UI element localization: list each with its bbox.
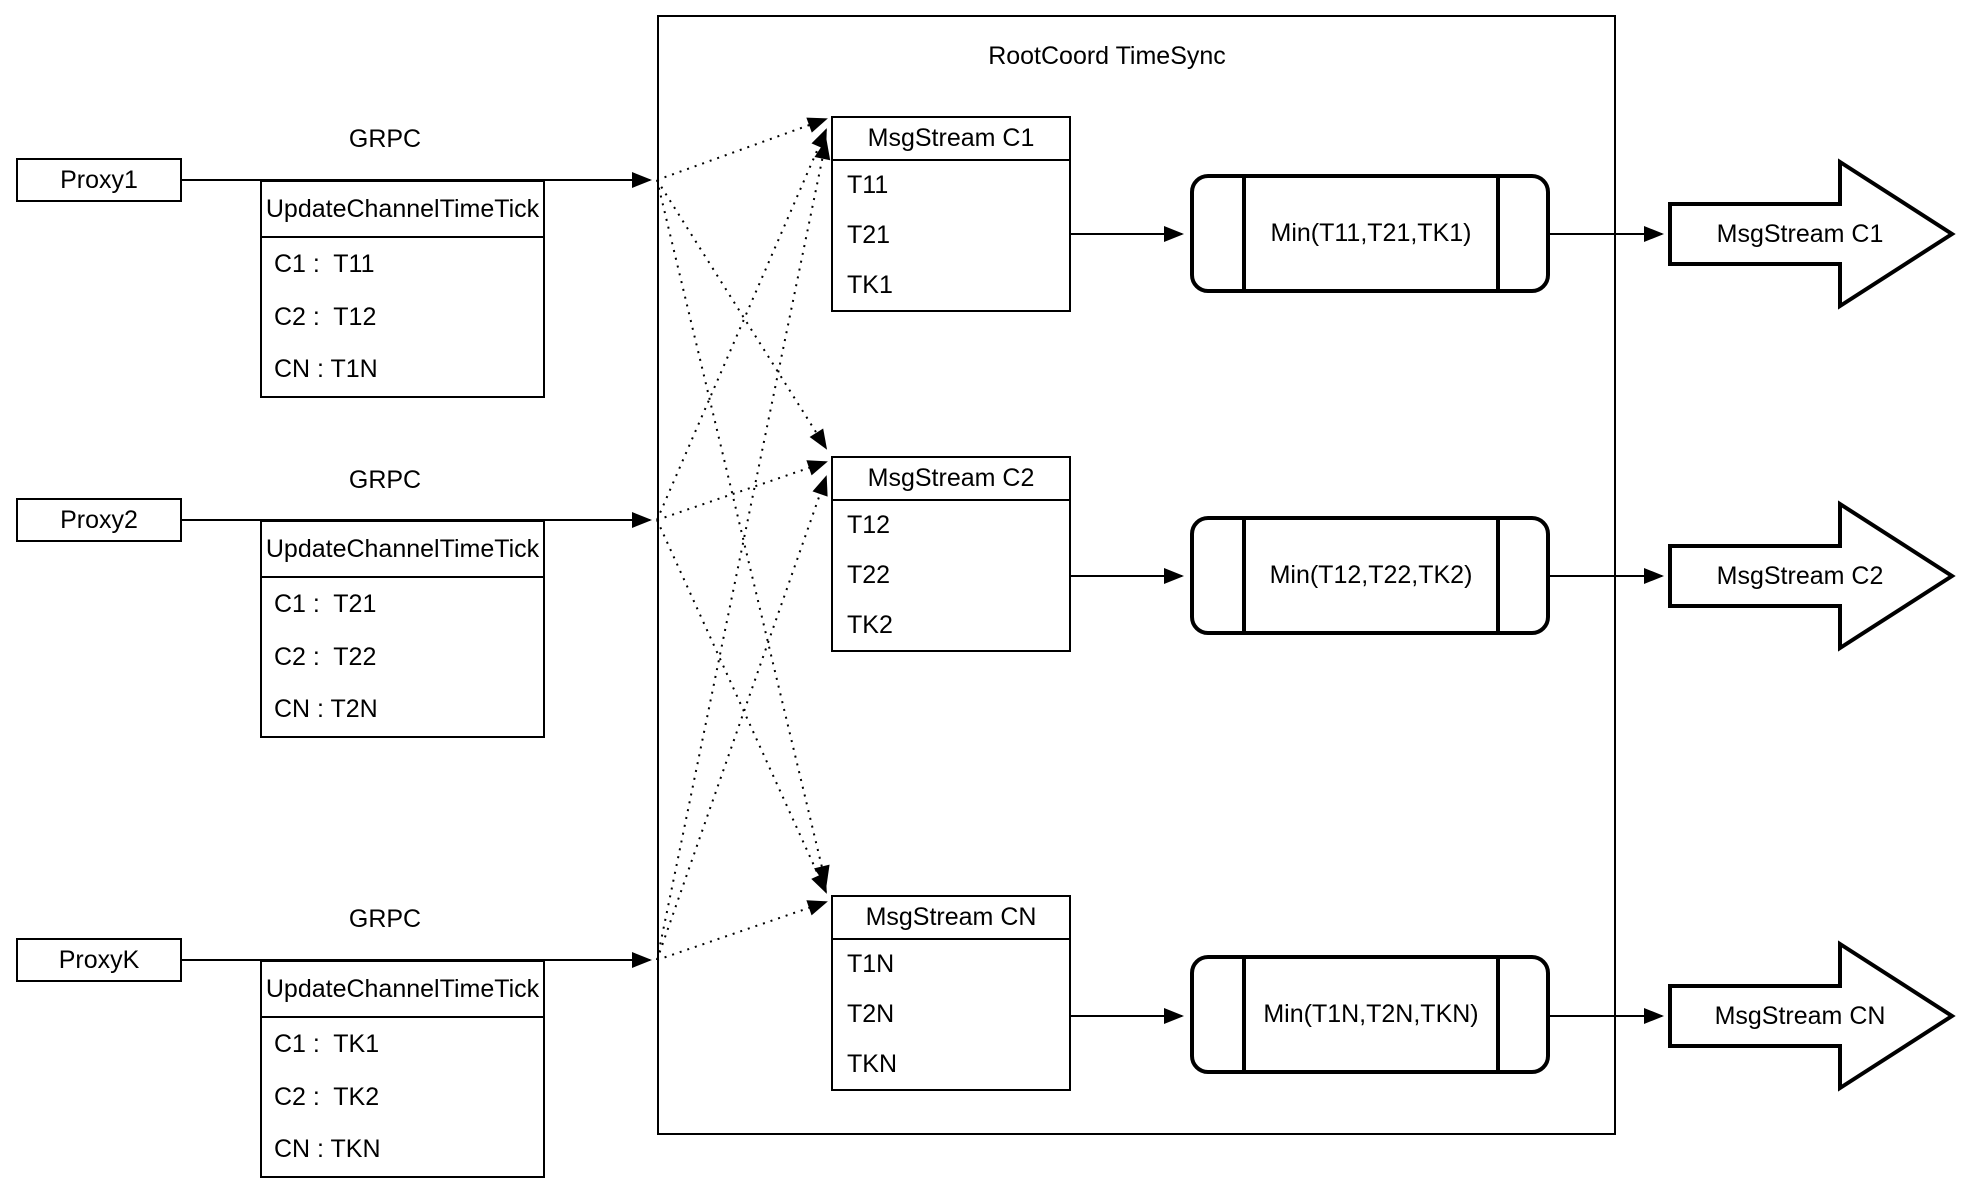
- msgstream-row: TKN: [847, 1049, 897, 1078]
- dotted-p1-c2: [656, 179, 828, 450]
- grpc-label-2: GRPC: [348, 465, 422, 494]
- rootcoord-box: [657, 15, 1616, 1135]
- table-row: CN : T2N: [274, 695, 378, 724]
- output-arrow-label-c1: MsgStream C1: [1716, 219, 1884, 248]
- proxy-box-k: ProxyK: [16, 938, 182, 982]
- table-row: CN : T1N: [274, 355, 378, 384]
- dotted-pk-cn: [656, 900, 828, 961]
- dotted-pk-c1: [656, 139, 831, 961]
- msgstream-box-c2: MsgStream C2 T12 T22 TK2: [831, 456, 1071, 652]
- min-label: Min(T11,T21,TK1): [1270, 219, 1472, 247]
- msgstream-row: TK2: [847, 610, 893, 639]
- min-capsule-left-segment: [1194, 959, 1246, 1070]
- min-label: Min(T1N,T2N,TKN): [1263, 1000, 1479, 1028]
- table-row: C2 : TK2: [274, 1082, 380, 1111]
- msgstream-row: T2N: [847, 1000, 895, 1028]
- min-label: Min(T12,T22,TK2): [1269, 561, 1473, 589]
- output-arrow-label-cn: MsgStream CN: [1714, 1001, 1886, 1030]
- msgstream-row: T12: [847, 511, 891, 540]
- min-capsule-right-segment: [1496, 520, 1546, 631]
- msgstream-box-cn: MsgStream CN T1N T2N TKN: [831, 895, 1071, 1091]
- output-arrow-label-c2: MsgStream C2: [1716, 561, 1884, 590]
- grpc-label-3: GRPC: [348, 904, 422, 933]
- msgstream-title: MsgStream C2: [833, 458, 1069, 501]
- proxy-box-2: Proxy2: [16, 498, 182, 542]
- min-capsule-3: Min(T1N,T2N,TKN): [1190, 955, 1550, 1074]
- msgstream-row: TK1: [847, 270, 893, 299]
- msgstream-row: T1N: [847, 950, 895, 979]
- min-capsule-left-segment: [1194, 178, 1246, 289]
- min-capsule-2: Min(T12,T22,TK2): [1190, 516, 1550, 635]
- output-arrow-shape-cn: [1668, 940, 1956, 1092]
- table-row: C1 : TK1: [274, 1029, 380, 1058]
- timetick-dotted-lines: [656, 117, 831, 961]
- proxy-label-2: Proxy2: [60, 505, 138, 534]
- min-capsule-right-segment: [1496, 178, 1546, 289]
- output-arrow-shapes: [1668, 158, 1956, 1092]
- table-header: UpdateChannelTimeTick: [262, 962, 543, 1018]
- proxy-label-k: ProxyK: [58, 945, 140, 974]
- dotted-p1-c1: [656, 117, 828, 181]
- update-timetick-table-3: UpdateChannelTimeTick C1 : TK1 C2 : TK2 …: [260, 960, 545, 1178]
- msgstream-row: T21: [847, 221, 891, 249]
- table-row: C2 : T22: [274, 642, 377, 671]
- table-header: UpdateChannelTimeTick: [262, 522, 543, 578]
- msgstream-title: MsgStream C1: [833, 118, 1069, 161]
- table-header: UpdateChannelTimeTick: [262, 182, 543, 238]
- update-timetick-table-2: UpdateChannelTimeTick C1 : T21 C2 : T22 …: [260, 520, 545, 738]
- msgstream-row: T11: [847, 171, 889, 200]
- table-row: CN : TKN: [274, 1135, 381, 1164]
- dotted-p1-cn: [656, 179, 830, 886]
- table-row: C2 : T12: [274, 302, 377, 331]
- msgstream-row: T22: [847, 561, 891, 589]
- output-arrow-shape-c1: [1668, 158, 1956, 310]
- grpc-label-1: GRPC: [348, 124, 422, 153]
- min-capsule-1: Min(T11,T21,TK1): [1190, 174, 1550, 293]
- update-timetick-table-1: UpdateChannelTimeTick C1 : T11 C2 : T12 …: [260, 180, 545, 398]
- rootcoord-title: RootCoord TimeSync: [988, 42, 1226, 70]
- msgstream-to-min-lines: [1071, 226, 1184, 1024]
- min-to-output-lines: [1550, 226, 1664, 1024]
- min-capsule-left-segment: [1194, 520, 1246, 631]
- proxy-box-1: Proxy1: [16, 158, 182, 202]
- min-capsule-right-segment: [1496, 959, 1546, 1070]
- table-row: C1 : T11: [274, 249, 375, 278]
- table-row: C1 : T21: [274, 589, 377, 618]
- msgstream-box-c1: MsgStream C1 T11 T21 TK1: [831, 116, 1071, 312]
- msgstream-title: MsgStream CN: [833, 897, 1069, 940]
- proxy-label-1: Proxy1: [60, 165, 138, 194]
- output-arrow-shape-c2: [1668, 500, 1956, 652]
- dotted-p2-c2: [656, 460, 828, 521]
